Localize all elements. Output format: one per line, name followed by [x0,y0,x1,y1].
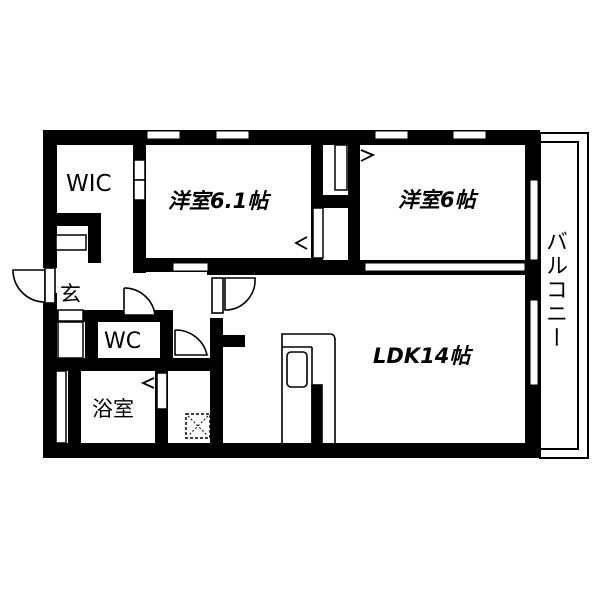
washer-drain-icon [185,413,211,439]
room-label-bathroom: 浴室 [92,397,134,421]
door-swings [12,267,256,356]
windows [146,130,539,386]
washer-drain-x [187,415,209,437]
room-label-wic: WIC [66,171,112,197]
room-label-western-room-2: 洋室6帖 [398,188,476,212]
room-label-entrance: 玄 [60,282,81,306]
room-label-balcony: バルコニー [542,230,567,350]
sliding-doors [55,144,348,444]
arrow-markers [140,149,376,389]
room-label-western-room-1: 洋室6.1帖 [168,189,269,213]
room-label-toilet: WC [104,329,142,354]
kitchen-counter [281,333,336,444]
room-label-ldk: LDK14帖 [373,344,471,368]
